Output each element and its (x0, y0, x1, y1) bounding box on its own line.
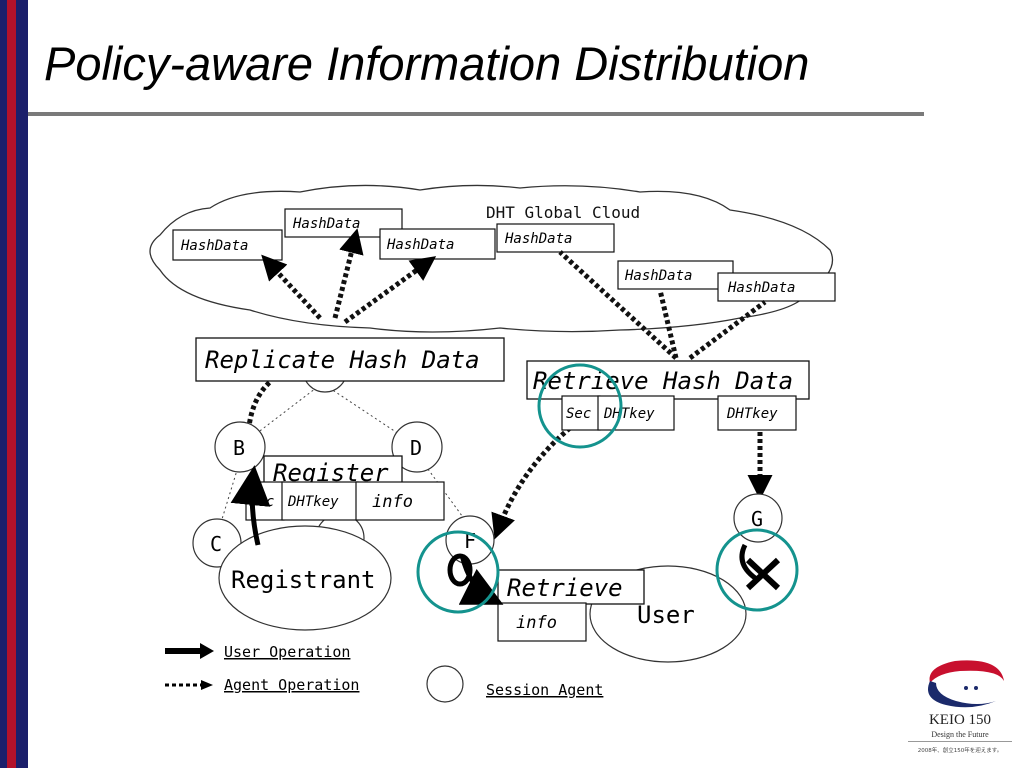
title-divider (28, 112, 924, 116)
svg-text:HashData: HashData (386, 237, 454, 253)
svg-text:B: B (233, 436, 245, 460)
logo-name: KEIO 150 (928, 712, 992, 728)
hashdata-box: HashData (617, 260, 734, 290)
svg-text:D: D (410, 436, 422, 460)
logo-japanese-text: 2008年、創立150年を迎えます。 (917, 748, 1003, 754)
node-f: F (445, 515, 495, 565)
legend-agent-operation: Agent Operation (224, 676, 359, 694)
node-b: B (214, 421, 266, 473)
cloud-label: DHT Global Cloud (486, 203, 640, 222)
hashdata-box: HashData (379, 228, 496, 260)
svg-text:HashData: HashData (504, 231, 572, 247)
hashdata-box: HashData (717, 272, 836, 302)
dhtkey-box: DHTkey (717, 395, 797, 431)
allowed-mark (447, 553, 473, 587)
svg-text:DHTkey: DHTkey (726, 406, 778, 422)
svg-text:Retrieve: Retrieve (507, 574, 623, 602)
replicate-hash-data-box: Replicate Hash Data (195, 337, 505, 382)
svg-text:HashData: HashData (292, 216, 360, 232)
left-accent-bar-navy-inner (16, 0, 28, 768)
hashdata-box: HashData (172, 229, 283, 261)
sec-dhtkey-box: Sec DHTkey (561, 395, 675, 431)
register-key-box: Sec DHTkey info (245, 481, 445, 521)
svg-text:C: C (210, 532, 222, 556)
svg-text:HashData: HashData (180, 238, 248, 254)
svg-text:Sec: Sec (566, 406, 591, 422)
svg-text:HashData: HashData (727, 280, 795, 296)
svg-text:G: G (751, 507, 763, 531)
legend-session-agent: Session Agent (486, 681, 603, 699)
highlight-circle-denied (715, 528, 799, 612)
svg-text:Registrant: Registrant (231, 566, 376, 594)
svg-text:info: info (372, 492, 413, 512)
registrant-ellipse: Registrant (218, 525, 392, 631)
hashdata-box: HashData (496, 223, 615, 253)
svg-text:DHTkey: DHTkey (603, 406, 655, 422)
logo-divider (908, 741, 1012, 742)
retrieve-info-box: info (497, 602, 587, 642)
agent-operation-arrows (245, 228, 773, 540)
user-operation-arrow (458, 554, 504, 605)
legend-user-operation: User Operation (224, 643, 350, 661)
highlight-circle-sec (537, 363, 623, 449)
left-accent-bar-red (7, 0, 16, 768)
svg-text:info: info (516, 613, 557, 633)
logo-tagline: Design the Future (931, 730, 989, 739)
svg-text:User: User (637, 601, 695, 629)
legend: User Operation Agent Operation Session A… (165, 643, 603, 703)
highlight-circle-allowed (416, 530, 500, 614)
denied-mark (739, 543, 781, 591)
svg-text:HashData: HashData (624, 268, 692, 284)
retrieve-box: Retrieve (497, 569, 645, 605)
left-accent-bar-navy (0, 0, 7, 768)
retrieve-hash-data-box: Retrieve Hash Data (526, 360, 810, 400)
svg-text:DHTkey: DHTkey (287, 494, 339, 510)
svg-text:Retrieve Hash Data: Retrieve Hash Data (533, 367, 793, 395)
user-operation-arrow (230, 465, 271, 546)
svg-text:Replicate Hash Data: Replicate Hash Data (205, 346, 480, 374)
keio-150-logo-icon (928, 660, 1004, 708)
slide-title: Policy-aware Information Distribution (44, 37, 810, 90)
node-d: D (391, 421, 443, 473)
